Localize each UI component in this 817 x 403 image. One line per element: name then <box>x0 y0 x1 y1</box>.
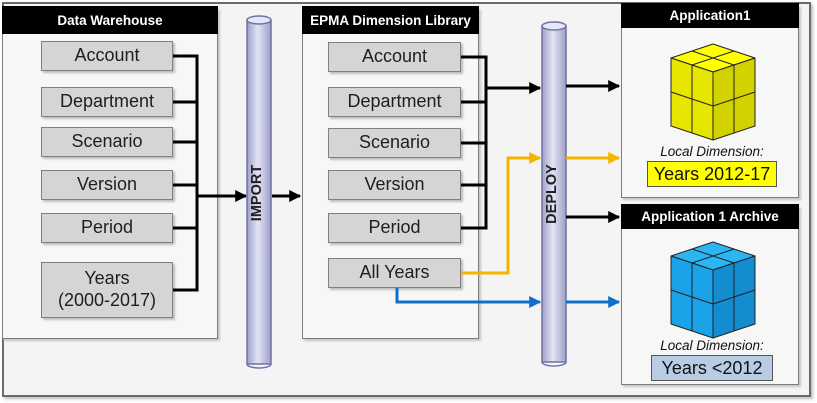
import-pipe <box>246 15 272 369</box>
dw-bracket <box>173 54 199 292</box>
dw-account-box: Account <box>41 41 173 71</box>
epma-version-box: Version <box>328 170 461 200</box>
archive-local-dimension-label: Local Dimension: <box>660 338 764 353</box>
epma-scenario-box: Scenario <box>328 128 461 158</box>
dw-years-range: (2000-2017) <box>57 290 157 310</box>
all-years-blue-flow <box>395 288 542 308</box>
app-archive-title: Application 1 Archive <box>621 204 799 229</box>
app1-cube <box>670 43 756 141</box>
epma-title: EPMA Dimension Library <box>302 6 479 34</box>
dw-years-label: Years <box>84 268 130 289</box>
archive-cube <box>670 241 756 339</box>
dw-department-box: Department <box>41 87 173 117</box>
epma-account-box: Account <box>328 42 461 72</box>
epma-period-box: Period <box>328 213 461 243</box>
archive-local-dimension-value: Years <2012 <box>651 355 773 381</box>
all-years-yellow-flow <box>461 152 542 275</box>
data-warehouse-title: Data Warehouse <box>2 6 218 34</box>
dw-scenario-box: Scenario <box>41 127 173 157</box>
application1-title: Application1 <box>621 3 799 28</box>
epma-all-years-box: All Years <box>328 258 461 288</box>
dw-version-box: Version <box>41 170 173 200</box>
app1-local-dimension-label: Local Dimension: <box>660 144 764 159</box>
import-pipe-label: IMPORT <box>249 164 265 222</box>
dw-period-box: Period <box>41 213 173 243</box>
dw-years-box: Years (2000-2017) <box>41 262 173 318</box>
epma-bracket <box>461 55 488 230</box>
app1-local-dimension-value: Years 2012-17 <box>647 161 777 187</box>
deploy-pipe <box>541 21 567 367</box>
deploy-pipe-label: DEPLOY <box>544 164 560 224</box>
epma-department-box: Department <box>328 87 461 117</box>
